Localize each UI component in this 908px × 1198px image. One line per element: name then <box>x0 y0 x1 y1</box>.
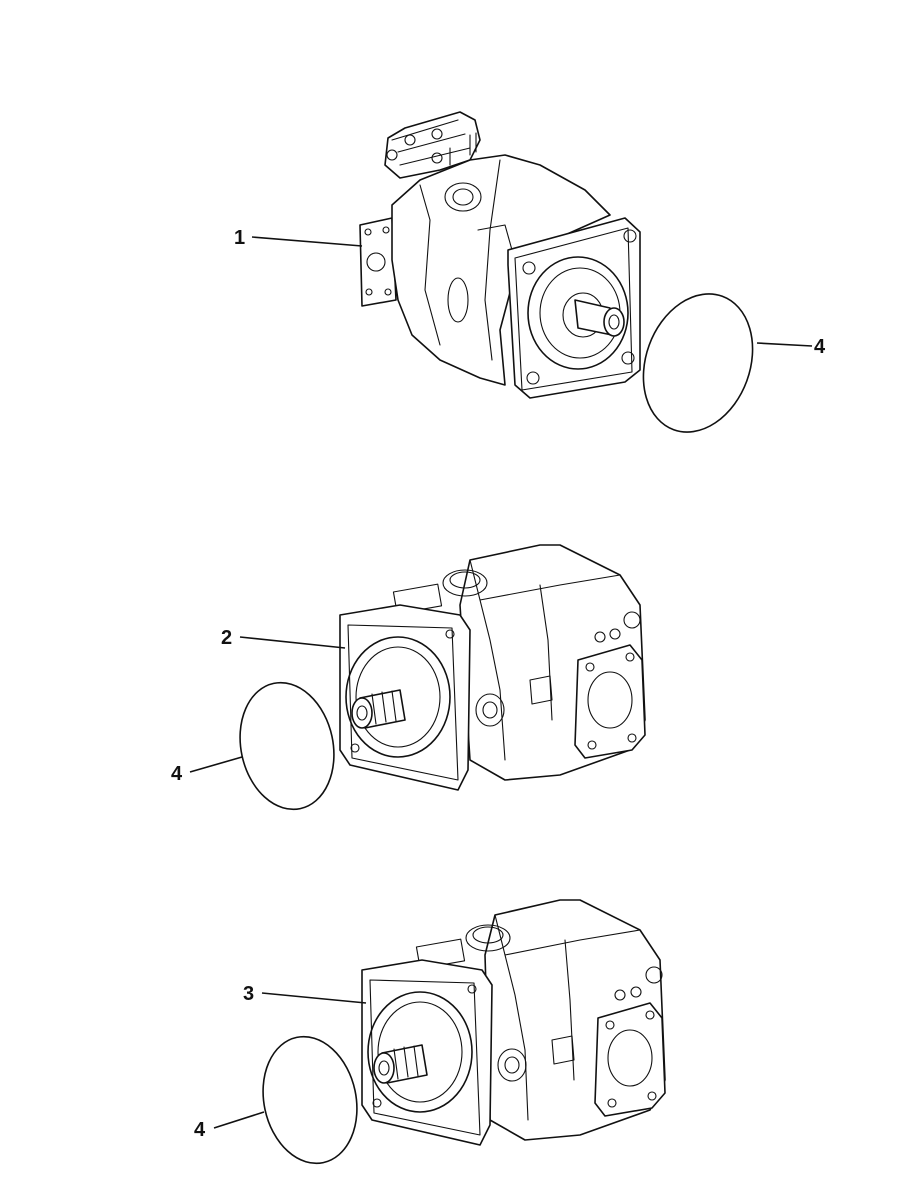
cover-disc-top <box>642 293 754 433</box>
pump-3-drawing <box>361 899 666 1146</box>
callout-1: 1 <box>234 227 245 249</box>
leader-line-2 <box>239 636 346 649</box>
leader-line-4-top <box>756 342 813 347</box>
callout-2: 2 <box>221 627 232 649</box>
pump-1-drive-shaft <box>574 299 625 337</box>
leader-line-1 <box>251 236 363 247</box>
cover-disc-bottom <box>262 1035 358 1165</box>
leader-line-4-middle <box>189 756 243 773</box>
pump-1-front-flange <box>507 217 641 399</box>
callout-4-top: 4 <box>814 336 826 358</box>
callout-3: 3 <box>243 983 254 1005</box>
callout-4-middle: 4 <box>171 763 183 785</box>
pump-3-port-flange <box>594 966 666 1117</box>
pump-2-drive-shaft <box>351 689 406 729</box>
pump-3-drive-shaft <box>373 1044 428 1084</box>
cover-disc-middle <box>239 681 335 811</box>
pump-2-front-flange <box>339 604 505 791</box>
pump-1-side-flange <box>359 217 397 307</box>
pump-3-front-flange <box>361 959 527 1146</box>
pump-1-drawing <box>359 111 641 399</box>
leader-line-4-bottom <box>213 1111 265 1129</box>
pump-2-port-flange <box>574 611 646 759</box>
pump-1-control-valve <box>384 111 481 179</box>
callout-4-bottom: 4 <box>194 1119 206 1141</box>
pump-2-drawing <box>339 544 646 791</box>
leader-line-3 <box>261 992 367 1004</box>
